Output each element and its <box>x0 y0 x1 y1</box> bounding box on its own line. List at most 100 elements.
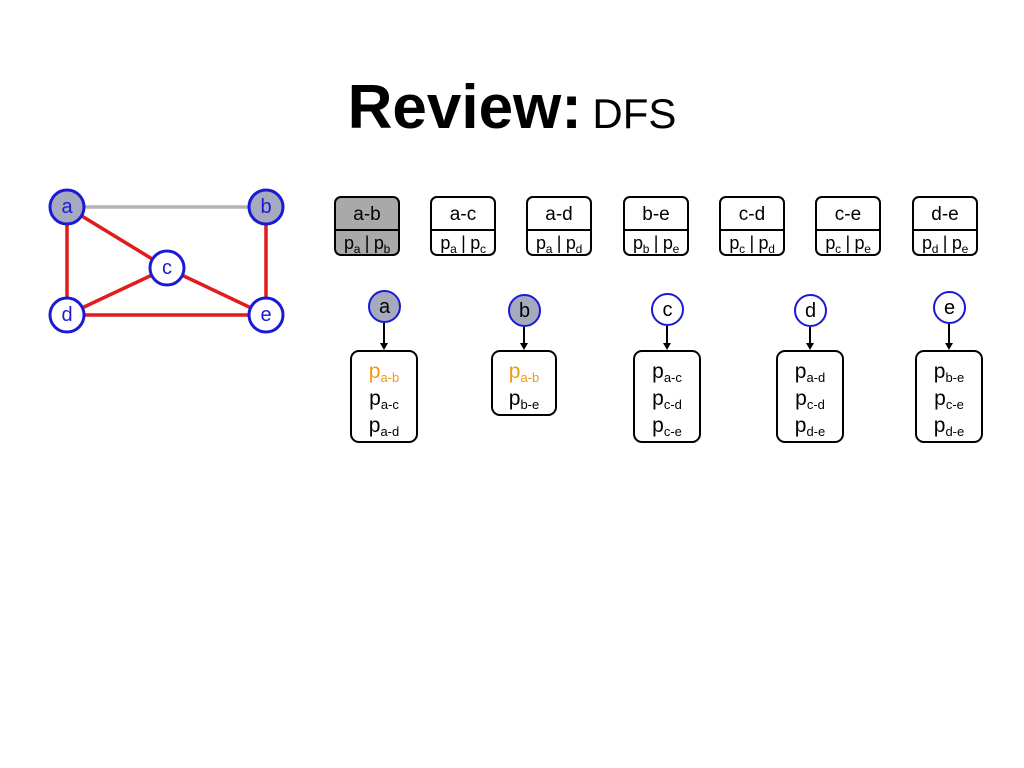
pointer-p: p <box>794 414 807 437</box>
adjacency-item: pb-e <box>917 358 981 385</box>
pointer-p: p <box>951 233 962 253</box>
arrow-down-icon <box>520 343 528 350</box>
graph-node-b: b <box>247 188 285 226</box>
pointer-p: p <box>633 233 643 253</box>
pointer-sub: a <box>450 242 457 256</box>
adjacency-item: pd-e <box>778 412 842 439</box>
vertex-node-d: d <box>794 294 827 327</box>
arrow-down-icon <box>945 343 953 350</box>
arrow-line <box>523 327 525 343</box>
pointer-p: p <box>933 414 946 437</box>
arrow-line <box>383 323 385 343</box>
graph-node-label: c <box>162 257 172 279</box>
pointer-p: p <box>729 233 740 253</box>
graph-diagram: a b c d e <box>48 188 285 334</box>
pointer-p: p <box>470 233 480 253</box>
pointer-p: p <box>368 414 381 437</box>
pointer-p: p <box>536 233 546 253</box>
pointer-sep: | <box>744 233 759 253</box>
pointer-p: p <box>662 233 673 253</box>
pointer-sub: e <box>864 242 871 256</box>
pointer-sub: a-d <box>806 370 826 385</box>
title-sub: DFS <box>592 90 677 137</box>
pointer-sub: b <box>383 242 391 256</box>
arrow-down-icon <box>380 343 388 350</box>
pointer-p: p <box>854 233 865 253</box>
adjacency-item: pa-d <box>352 412 416 439</box>
adjacency-item: pa-d <box>778 358 842 385</box>
graph-node-a: a <box>48 188 86 226</box>
adjacency-item: pa-b <box>352 358 416 385</box>
adjacency-item: pd-e <box>917 412 981 439</box>
adjacency-item: pc-d <box>635 385 699 412</box>
graph-node-d: d <box>48 296 86 334</box>
edge-name: c-d <box>721 198 783 231</box>
pointer-sub: b-e <box>520 397 540 412</box>
pointer-sub: a <box>353 242 361 256</box>
pointer-sub: d-e <box>806 424 826 439</box>
pointer-sub: b <box>642 242 650 256</box>
pointer-p: p <box>652 414 664 437</box>
pointer-sub: d <box>931 242 939 256</box>
edge-pointers: pd | pe <box>914 231 976 256</box>
pointer-sub: c-d <box>806 397 825 412</box>
graph-nodes: a b c d e <box>48 188 285 334</box>
pointer-sub: d-e <box>945 424 965 439</box>
edge-pointers: pa | pc <box>432 231 494 256</box>
graph-node-label: d <box>61 304 72 326</box>
pointer-p: p <box>368 360 381 383</box>
pointer-sub: c-d <box>663 397 682 412</box>
pointer-sub: a-d <box>380 424 400 439</box>
pointer-p: p <box>934 387 946 410</box>
arrow-down-icon <box>663 343 671 350</box>
pointer-sub: a <box>545 242 553 256</box>
pointer-p: p <box>440 233 451 253</box>
slide-title: Review: DFS <box>0 72 1024 160</box>
pointer-p: p <box>933 360 946 383</box>
pointer-sep: | <box>552 233 566 253</box>
edge-pointers: pa | pd <box>528 231 590 256</box>
pointer-sub: b-e <box>945 370 965 385</box>
vertex-node-a: a <box>368 290 401 323</box>
pointer-p: p <box>758 233 769 253</box>
pointer-sub: d <box>575 242 583 256</box>
pointer-sep: | <box>360 233 374 253</box>
graph-node-label: e <box>260 304 271 326</box>
vertex-node-b: b <box>508 294 541 327</box>
pointer-sub: d <box>768 242 775 256</box>
pointer-p: p <box>825 233 836 253</box>
edge-name: c-e <box>817 198 879 231</box>
adjacency-item: pa-c <box>352 385 416 412</box>
pointer-sub: e <box>961 242 969 256</box>
adjacency-item: pc-d <box>778 385 842 412</box>
pointer-sub: c <box>835 242 841 256</box>
adjacency-item: pa-c <box>635 358 699 385</box>
pointer-p: p <box>369 387 381 410</box>
pointer-sep: | <box>840 233 855 253</box>
pointer-sub: c-e <box>945 397 964 412</box>
adjacency-item: pb-e <box>493 385 555 412</box>
edge-pointers: pb | pe <box>625 231 687 256</box>
pointer-p: p <box>795 387 807 410</box>
pointer-sep: | <box>649 233 663 253</box>
edge-name: a-d <box>528 198 590 231</box>
edge-pointers: pa | pb <box>336 231 398 256</box>
graph-node-label: b <box>260 196 271 218</box>
pointer-p: p <box>565 233 576 253</box>
adjacency-item: pc-e <box>917 385 981 412</box>
edge-name: b-e <box>625 198 687 231</box>
pointer-sub: c <box>739 242 745 256</box>
pointer-sep: | <box>938 233 952 253</box>
pointer-sub: a-c <box>380 397 399 412</box>
